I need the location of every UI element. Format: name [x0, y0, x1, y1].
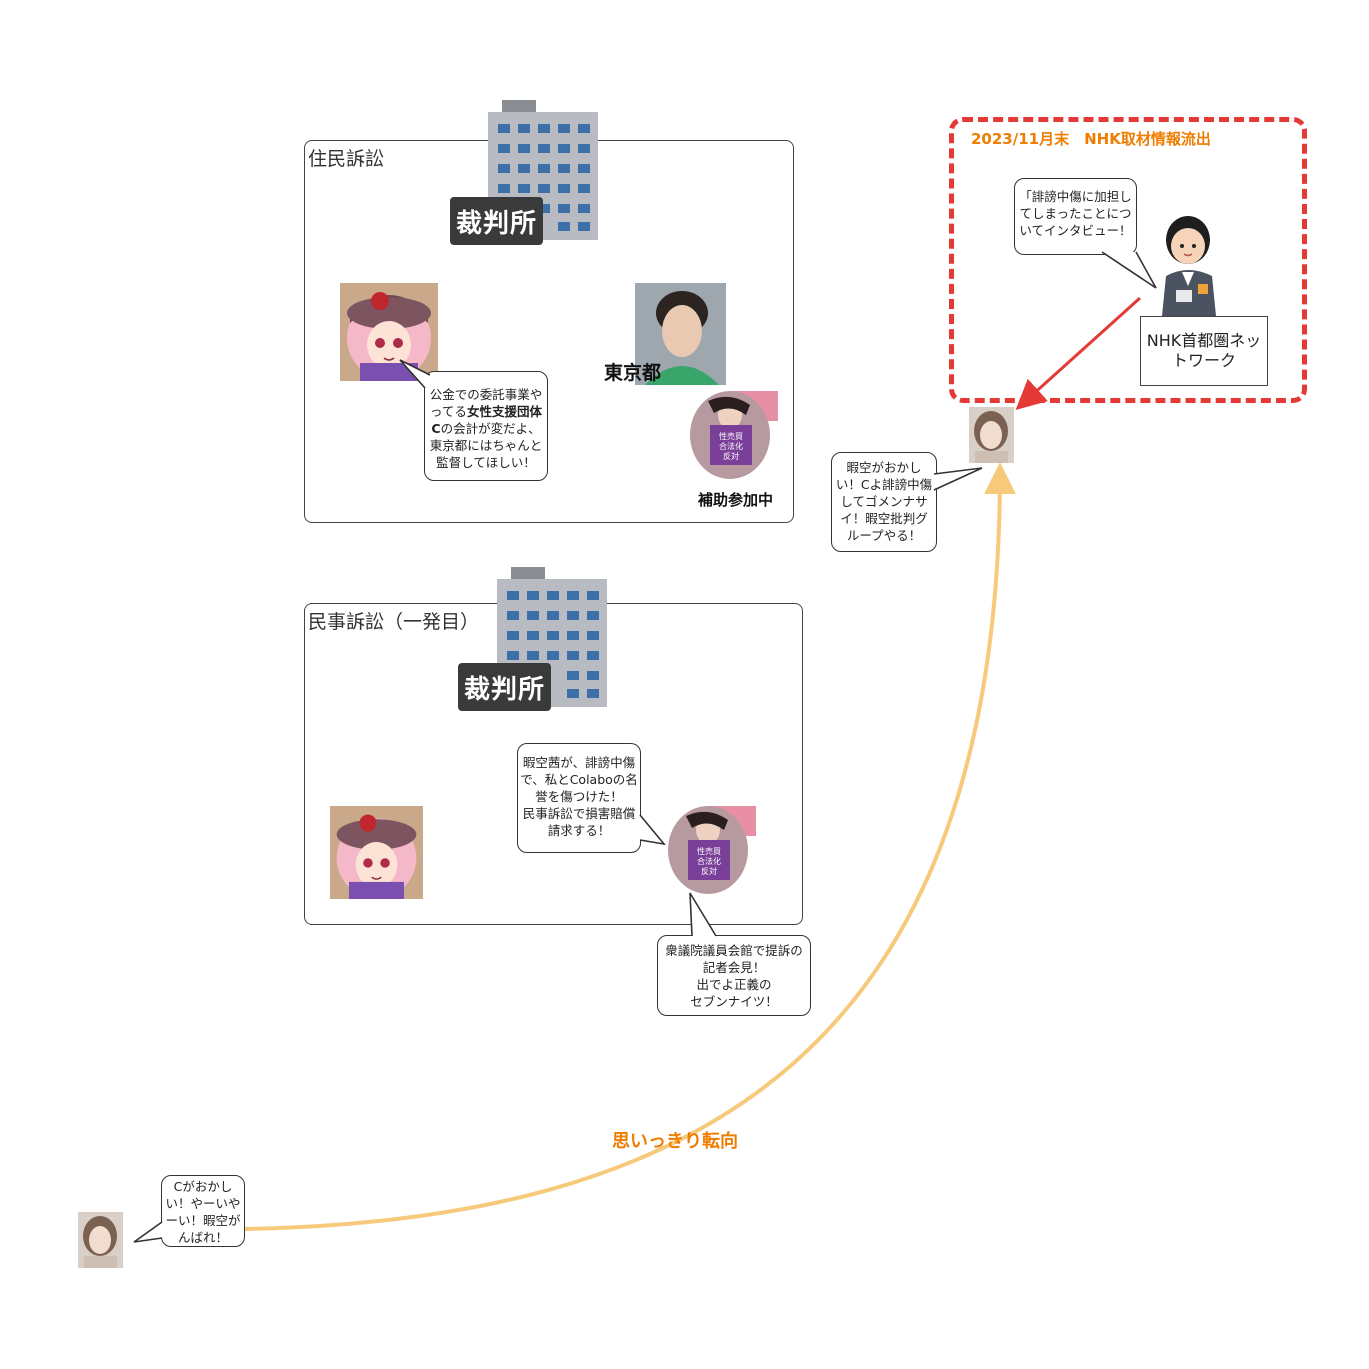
speech-bubble-woman-right: 暇空がおかし い！Cよ誹謗中傷 してゴメンナサ イ！暇空批判グ ループやる！: [831, 452, 937, 552]
bubble-line: 暇空茜が、誹謗中傷: [522, 755, 636, 770]
svg-text:反対: 反対: [723, 451, 739, 461]
bubble-line: してゴメンナサ: [840, 494, 928, 509]
bubble-line-bold: 女性支援団体: [466, 404, 542, 419]
bubble-line: イ！暇空批判グ: [840, 511, 928, 526]
bubble-line: セブンナイツ！: [690, 994, 778, 1009]
protest-sign-avatar-icon: 性売買 合法化 反対: [690, 391, 778, 479]
reporter-icon: [1158, 214, 1220, 316]
bubble-line: 誉を傷つけた！: [535, 789, 623, 804]
bubble-line: 「誹謗中傷に加担し: [1019, 189, 1132, 204]
bubble-line: い！やーいや: [165, 1196, 241, 1211]
bubble-tail: [399, 359, 431, 389]
bubble-line: 暇空がおかし: [846, 460, 922, 475]
tokyo-governor-photo: [635, 283, 726, 385]
court-sign: 裁判所: [458, 663, 551, 711]
speech-bubble-woman-left: Cがおかし い！やーいや ーい！暇空が んばれ！: [161, 1175, 245, 1247]
tokyo-label: 東京都: [604, 362, 662, 384]
bubble-tail: [933, 467, 983, 491]
bubble-tail: [1101, 251, 1157, 289]
svg-text:反対: 反対: [701, 866, 717, 876]
svg-text:合法化: 合法化: [719, 441, 743, 451]
bubble-line-bold: C: [431, 421, 441, 436]
bubble-line: い！Cよ誹謗中傷: [835, 477, 933, 492]
bubble-line: 衆議院議員会館で提訴の: [665, 943, 803, 958]
bubble-line: 出でよ正義の: [696, 977, 772, 992]
bubble-line: ループやる！: [846, 528, 922, 543]
woman-photo-icon: [969, 407, 1014, 463]
curve-arrow: [244, 462, 1016, 1231]
protest-sign-avatar-icon: 性売買 合法化 反対: [668, 806, 756, 894]
bubble-line: 公金での委託事業や: [429, 387, 543, 402]
nhk-network-label: NHK首都圏ネッ トワーク: [1140, 316, 1268, 386]
svg-text:性売買: 性売買: [719, 431, 743, 441]
support-label: 補助参加中: [698, 491, 774, 509]
bubble-tail: [639, 814, 666, 846]
speech-bubble-resident: 公金での委託事業や ってる女性支援団体 Cの会計が変だよ、 東京都にはちゃんと …: [424, 371, 548, 481]
svg-text:性売買: 性売買: [697, 846, 721, 856]
bubble-line: んばれ！: [177, 1230, 228, 1245]
bubble-line: 記者会見！: [702, 960, 766, 975]
bubble-line: 監督してほしい！: [436, 455, 536, 470]
svg-text:合法化: 合法化: [697, 856, 721, 866]
bubble-line-part: ってる: [430, 404, 467, 419]
bubble-line: ってる女性支援団体: [425, 403, 547, 420]
speech-bubble-press: 衆議院議員会館で提訴の 記者会見！ 出でよ正義の セブンナイツ！: [657, 935, 811, 1016]
bubble-line: いてインタビュー！: [1019, 223, 1132, 238]
bubble-line: Cがおかし: [173, 1179, 233, 1194]
nhk-box-title: 2023/11月末 NHK取材情報流出: [971, 130, 1211, 148]
bubble-tail: [133, 1221, 163, 1243]
panel-title: 住民訴訟: [308, 148, 385, 170]
speech-bubble-civil: 暇空茜が、誹謗中傷 で、私とColaboの名 誉を傷つけた！ 民事訴訟で損害賠償…: [517, 743, 641, 853]
panel-title: 民事訴訟（一発目）: [308, 611, 480, 633]
bubble-line: 請求する！: [547, 823, 611, 838]
turnaround-label: 思いっきり転向: [612, 1131, 738, 1152]
bubble-line: てしまったことにつ: [1019, 206, 1132, 221]
bubble-line-part: の会計が変だよ、: [440, 421, 541, 436]
bubble-line: ーい！暇空が: [165, 1213, 241, 1228]
network-label-line: NHK首都圏ネッ: [1146, 331, 1262, 350]
bubble-line: 東京都にはちゃんと: [429, 438, 543, 453]
woman-photo-icon: [77, 1212, 124, 1268]
bubble-line: 民事訴訟で損害賠償: [522, 806, 636, 821]
network-label-line: トワーク: [1171, 351, 1236, 370]
pink-hair-avatar-icon: [330, 806, 423, 899]
speech-bubble-reporter: 「誹謗中傷に加担し てしまったことにつ いてインタビュー！: [1014, 178, 1137, 255]
red-arrow: [1015, 296, 1142, 411]
bubble-tail: [689, 892, 717, 937]
bubble-line: で、私とColaboの名: [520, 772, 638, 787]
bubble-line: Cの会計が変だよ、: [425, 420, 547, 437]
nhk-leak-box: [949, 117, 1307, 403]
pink-hair-avatar-icon: [340, 283, 438, 381]
court-sign: 裁判所: [450, 197, 543, 245]
